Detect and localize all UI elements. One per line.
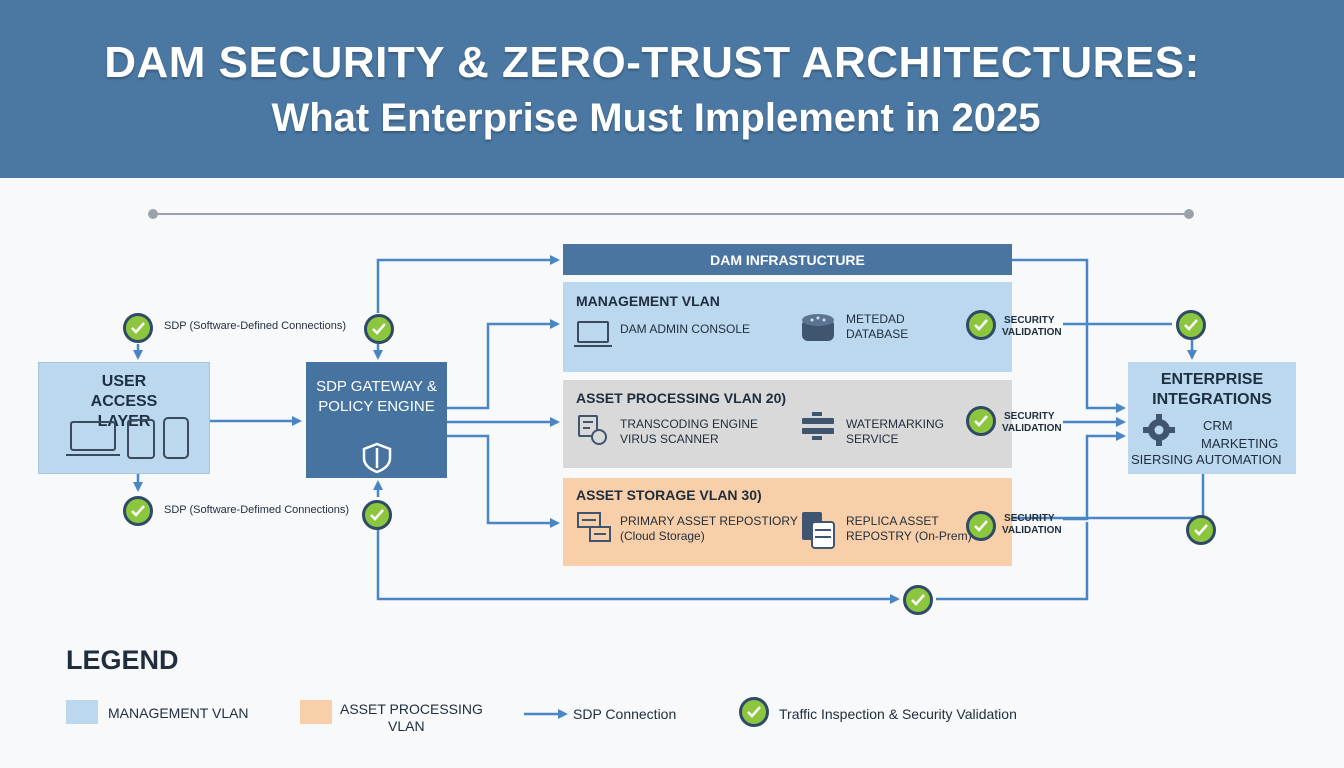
management-vlan	[563, 282, 1012, 372]
enterprise-integrations-title: ENTERPRISE INTEGRATIONS	[1152, 371, 1272, 408]
check-icon	[1176, 310, 1206, 340]
security-label-mgmt-1: SECURITY	[1004, 315, 1055, 326]
wire-gateway-to-store	[447, 434, 560, 528]
storage-icon	[577, 512, 611, 542]
security-label-store-2: VALIDATION	[1002, 525, 1062, 536]
legend-swatch-management	[66, 700, 98, 724]
management-vlan-title: MANAGEMENT VLAN	[576, 293, 720, 309]
wire-enterprise-to-badge	[1012, 474, 1205, 520]
legend-swatch-processing	[300, 700, 332, 724]
security-label-mgmt-2: VALIDATION	[1002, 327, 1062, 338]
legend-management-label: MANAGEMENT VLAN	[108, 705, 249, 721]
sdp-note-top: SDP (Software-Defined Connections)	[164, 320, 346, 332]
check-icon	[903, 585, 933, 615]
security-label-proc-1: SECURITY	[1004, 411, 1055, 422]
legend-title: LEGEND	[66, 645, 179, 675]
check-icon	[966, 310, 996, 340]
sdp-gateway-title: SDP GATEWAY & POLICY ENGINE	[316, 378, 437, 415]
replica-repo-label-2: REPOSTRY (On-Prem)	[846, 529, 972, 543]
check-icon	[123, 496, 153, 526]
security-label-store-1: SECURITY	[1004, 513, 1055, 524]
laptop-icon	[66, 421, 120, 456]
server-icon	[802, 512, 835, 549]
check-icon	[1186, 515, 1216, 545]
crm-label: CRM	[1203, 418, 1233, 433]
legend-processing-label-2: VLAN	[388, 718, 425, 734]
check-icon	[362, 500, 392, 530]
legend-arrow-icon	[524, 709, 568, 719]
primary-repo-label-1: PRIMARY ASSET REPOSTIORY	[620, 514, 798, 528]
transcoding-label: TRANSCODING ENGINE	[620, 417, 759, 431]
wire-store-to-enterprise	[1063, 431, 1126, 521]
dam-infrastructure-header	[563, 244, 1012, 275]
legend-sdp-label: SDP Connection	[573, 706, 677, 722]
wire-gateway-to-dam	[376, 255, 560, 313]
phone-icon	[163, 417, 189, 459]
watermarking-label-1: WATERMARKING	[846, 417, 944, 431]
primary-repo-label-2: (Cloud Storage)	[620, 529, 705, 543]
monitor-icon	[574, 321, 612, 347]
legend-inspection-label: Traffic Inspection & Security Validation	[779, 706, 1017, 722]
wire-gateway-to-mgmt	[447, 319, 560, 410]
user-access-title: USER ACCESS LAYER	[90, 373, 158, 430]
admin-console-label: DAM ADMIN CONSOLE	[620, 322, 751, 336]
wire-bottom-to-right	[936, 522, 1089, 601]
check-icon	[966, 406, 996, 436]
legend-processing-label-1: ASSET PROCESSING	[340, 701, 483, 717]
dam-infrastructure-label: DAM INFRASTUCTURE	[710, 252, 865, 268]
marketing-label: MARKETING	[1201, 436, 1279, 451]
tablet-icon	[127, 419, 155, 459]
page-subtitle: What Enterprise Must Implement in 2025	[271, 96, 1041, 140]
metadata-db-label-2: DATABASE	[846, 327, 909, 341]
divider-dot-left	[148, 209, 158, 219]
replica-repo-label-1: REPLICA ASSET	[846, 514, 939, 528]
watermarking-label-2: SERVICE	[846, 432, 899, 446]
wire-dam-to-enterprise	[1012, 258, 1126, 413]
check-icon	[966, 511, 996, 541]
check-icon	[364, 314, 394, 344]
database-icon	[802, 314, 834, 341]
divider-line	[152, 213, 1188, 215]
legend-check-icon	[739, 697, 769, 727]
asset-storage-vlan	[563, 478, 1012, 566]
wire-bottom-loop	[376, 530, 900, 604]
watermark-icon	[802, 412, 834, 440]
processing-vlan-title: ASSET PROCESSING VLAN 20)	[576, 390, 787, 406]
shield-icon	[362, 442, 392, 474]
automation-label: SIERSING AUTOMATION	[1131, 452, 1282, 467]
metadata-db-label-1: METEDAD	[846, 312, 905, 326]
gear-icon	[1143, 414, 1175, 446]
asset-processing-vlan	[563, 380, 1012, 468]
page-title: DAM SECURITY & ZERO-TRUST ARCHITECTURES:	[104, 38, 1200, 87]
divider-dot-right	[1184, 209, 1194, 219]
transcode-icon	[578, 415, 607, 445]
virus-scanner-label: VIRUS SCANNER	[620, 432, 719, 446]
sdp-note-bottom: SDP (Software-Defimed Connections)	[164, 504, 350, 516]
header-banner	[0, 0, 1344, 178]
check-icon	[123, 313, 153, 343]
storage-vlan-title: ASSET STORAGE VLAN 30)	[576, 487, 762, 503]
security-label-proc-2: VALIDATION	[1002, 423, 1062, 434]
